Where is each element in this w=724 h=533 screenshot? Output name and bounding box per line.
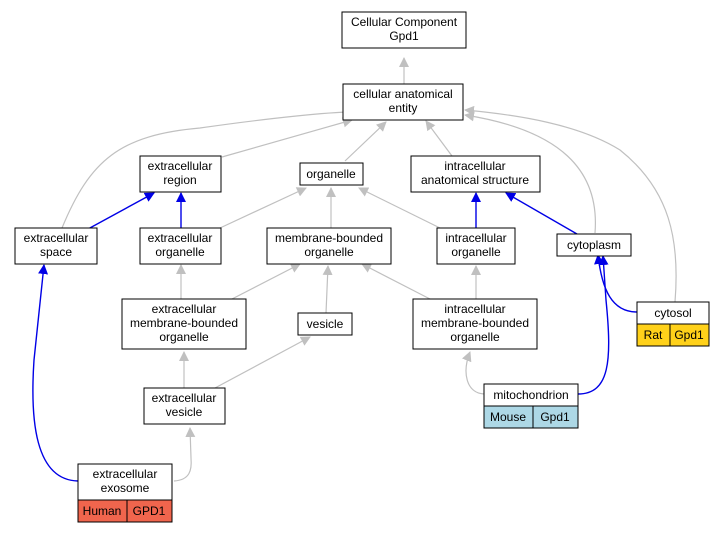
node-organelle[interactable]: organelle (299, 162, 364, 186)
node-label-line: extracellular (148, 159, 213, 173)
node-intracellular-anatomical-structure[interactable]: intracellular anatomical structure (410, 155, 541, 193)
node-label-line: space (40, 245, 72, 259)
edge-ecspace-to-cae (61, 107, 353, 229)
node-label-line: Cellular Component (351, 15, 458, 29)
node-label-line: intracellular (444, 302, 505, 316)
edge-ecspace-partof-region (87, 192, 155, 230)
edge-mitochondrion-partof-cytoplasm (577, 255, 610, 395)
node-label-line: organelle (159, 330, 209, 344)
edge-exosome-to-ecvesicle (173, 427, 196, 482)
node-label-line: intracellular (444, 159, 505, 173)
badge-species: Human (83, 504, 122, 518)
edge-vesicle-to-mbo (322, 265, 333, 314)
node-cellular-anatomical-entity[interactable]: cellular anatomical entity (342, 83, 464, 121)
node-intracellular-organelle[interactable]: intracellular organelle (436, 227, 516, 265)
node-cellular-component-root[interactable]: Cellular Component Gpd1 (341, 11, 467, 49)
node-label-line: organelle (451, 245, 501, 259)
node-label-line: vesicle (307, 317, 344, 331)
node-vesicle[interactable]: vesicle (297, 312, 353, 336)
node-label-line: organelle (155, 245, 205, 259)
node-label-line: membrane-bounded (275, 231, 383, 245)
node-label-line: mitochondrion (493, 388, 568, 402)
node-label-line: extracellular (24, 231, 89, 245)
edge-region-to-cae (221, 117, 353, 158)
node-label-line: entity (389, 101, 418, 115)
node-label-line: extracellular (152, 302, 217, 316)
edge-ecvesicle-to-vesicle (214, 336, 311, 389)
node-intracellular-membrane-bounded-organelle[interactable]: intracellular membrane-bounded organelle (412, 298, 538, 350)
node-extracellular-membrane-bounded-organelle[interactable]: extracellular membrane-bounded organelle (121, 298, 247, 350)
node-label-line: cellular anatomical (353, 87, 452, 101)
node-label-line: membrane-bounded (421, 316, 529, 330)
edge-icorganelle-to-organelle (358, 187, 441, 229)
edge-intracellular-structure-to-cae (425, 120, 453, 157)
badge-cytosol-rat: Rat Gpd1 (636, 323, 710, 347)
edge-exosome-partof-ecspace (32, 264, 79, 482)
node-label-line: cytoplasm (567, 238, 621, 252)
badge-mitochondrion-mouse: Mouse Gpd1 (483, 405, 579, 429)
node-extracellular-space[interactable]: extracellular space (14, 227, 98, 265)
badge-gene-cell (669, 323, 710, 347)
node-mitochondrion[interactable]: mitochondrion (483, 383, 579, 407)
node-extracellular-organelle[interactable]: extracellular organelle (139, 227, 222, 265)
node-extracellular-vesicle[interactable]: extracellular vesicle (143, 387, 226, 425)
edge-cytoplasm-partof-structure (505, 192, 578, 235)
node-extracellular-exosome[interactable]: extracellular exosome (77, 463, 173, 501)
edge-icmbo-to-mbo (361, 263, 431, 300)
badge-species: Rat (644, 328, 663, 342)
node-label-line: vesicle (166, 405, 203, 419)
node-label-line: Gpd1 (389, 29, 419, 43)
is-a-edges (61, 57, 677, 482)
badge-gene-cell (126, 499, 173, 523)
badge-gene: GPD1 (133, 504, 166, 518)
node-label-line: intracellular (445, 231, 506, 245)
badge-gene: Gpd1 (674, 328, 704, 342)
edge-cytoplasm-to-cae (464, 111, 596, 234)
edge-ecmbo-to-mbo (231, 263, 301, 300)
node-label-line: anatomical structure (421, 173, 529, 187)
node-label-line: exosome (101, 481, 150, 495)
badge-gene-cell (532, 405, 579, 429)
badge-gene: Gpd1 (540, 410, 570, 424)
node-label-line: cytosol (654, 306, 691, 320)
node-label-line: organelle (304, 245, 354, 259)
badge-species: Mouse (490, 410, 526, 424)
edge-ecorganelle-to-organelle (219, 187, 307, 229)
node-label-line: extracellular (148, 231, 213, 245)
node-label-line: organelle (450, 330, 500, 344)
node-membrane-bounded-organelle[interactable]: membrane-bounded organelle (266, 227, 392, 265)
node-extracellular-region[interactable]: extracellular region (139, 155, 222, 193)
part-of-edges (32, 192, 638, 482)
node-label-line: extracellular (93, 467, 158, 481)
edge-cytosol-to-cae (464, 105, 677, 303)
node-label-line: organelle (306, 167, 356, 181)
node-cytosol[interactable]: cytosol (636, 301, 710, 325)
node-cytoplasm[interactable]: cytoplasm (556, 233, 632, 257)
edge-mitochondrion-to-icmbo (462, 351, 485, 395)
node-label-line: membrane-bounded (130, 316, 238, 330)
edge-organelle-to-cae (344, 121, 387, 162)
badge-exosome-human: Human GPD1 (77, 499, 173, 523)
node-label-line: extracellular (152, 391, 217, 405)
node-label-line: region (163, 173, 196, 187)
